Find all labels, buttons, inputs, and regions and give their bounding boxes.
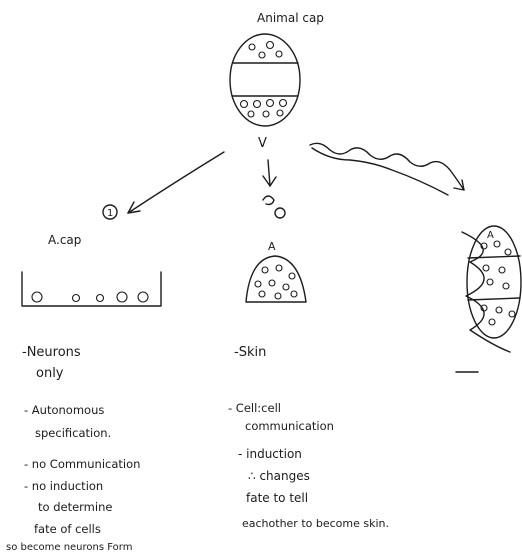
outcome-neurons-line1: -Neurons <box>22 345 81 360</box>
note-left-3: - no Communication <box>24 457 140 471</box>
a-mark-right: A <box>487 230 494 241</box>
step-one-marker: 1 <box>102 204 118 220</box>
arrow-right-wavy <box>309 142 465 196</box>
note-mid-6: eachother to become skin. <box>242 517 389 530</box>
right-wrapped-cap <box>461 225 522 353</box>
note-left-6: fate of cells <box>34 522 101 536</box>
note-left-4: - no induction <box>24 479 103 493</box>
outcome-neurons-line2: only <box>36 366 64 381</box>
note-mid-4: ∴ changes <box>248 469 310 483</box>
note-left-2: specification. <box>35 426 111 440</box>
notes-middle: - Cell:cell communication - induction ∴ … <box>228 401 389 530</box>
note-left-1: - Autonomous <box>24 403 104 417</box>
note-mid-1: - Cell:cell <box>228 401 281 415</box>
note-mid-5: fate to tell <box>246 491 308 505</box>
middle-small-cell <box>262 195 286 219</box>
outcome-skin: -Skin <box>234 345 266 360</box>
notes-left: - Autonomous specification. - no Communi… <box>6 403 140 553</box>
middle-dome-explant <box>245 255 307 303</box>
arrow-middle <box>262 159 277 187</box>
title-label: Animal cap <box>257 11 324 25</box>
arrow-left <box>127 151 225 214</box>
a-mark-middle: A <box>268 240 276 253</box>
note-left-5: to determine <box>38 500 112 514</box>
note-mid-3: - induction <box>238 447 302 461</box>
animal-cap-top <box>229 33 301 127</box>
note-left-7: so become neurons Form <box>6 542 132 553</box>
left-explant-tray <box>21 271 162 307</box>
a-cap-label: A.cap <box>48 233 81 247</box>
note-mid-2: communication <box>245 419 334 433</box>
v-mark: V <box>258 136 267 151</box>
step-one-text: 1 <box>107 208 113 219</box>
